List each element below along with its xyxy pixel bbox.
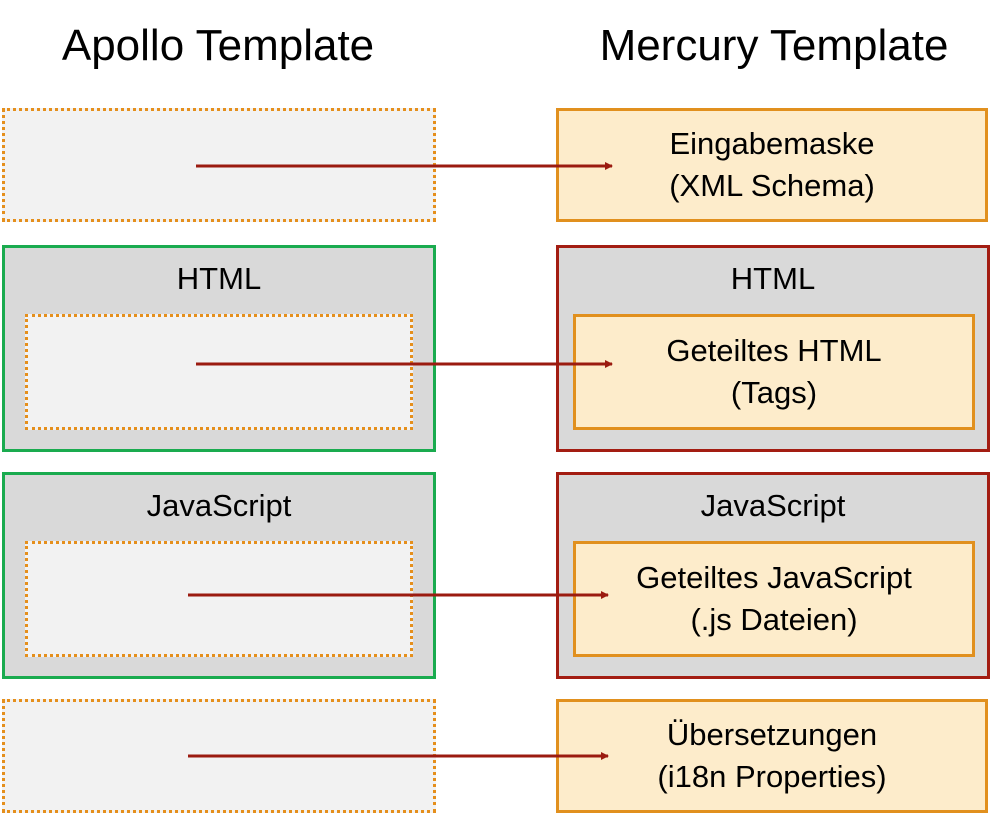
mercury-shared-js-box: Geteiltes JavaScript (.js Dateien) [573, 541, 975, 657]
mercury-i18n-box: Übersetzungen (i18n Properties) [556, 699, 988, 813]
mercury-js-container: JavaScript Geteiltes JavaScript (.js Dat… [556, 472, 990, 679]
schema-box-line1: Eingabemaske [669, 126, 875, 161]
mercury-schema-box: Eingabemaske (XML Schema) [556, 108, 988, 222]
shared-js-line2: (.js Dateien) [690, 602, 858, 637]
mercury-html-container: HTML Geteiltes HTML (Tags) [556, 245, 990, 452]
shared-html-line1: Geteiltes HTML [666, 333, 882, 368]
shared-js-line1: Geteiltes JavaScript [636, 560, 912, 595]
mercury-title: Mercury Template [599, 21, 949, 70]
mercury-js-label: JavaScript [700, 488, 846, 523]
i18n-box-line1: Übersetzungen [666, 717, 878, 752]
i18n-box-line2: (i18n Properties) [657, 759, 887, 794]
apollo-js-label: JavaScript [146, 488, 292, 523]
shared-html-line2: (Tags) [730, 375, 818, 410]
mercury-html-label: HTML [730, 261, 816, 296]
schema-box-line2: (XML Schema) [669, 168, 875, 203]
apollo-html-container: HTML [2, 245, 436, 452]
apollo-html-placeholder [25, 314, 413, 430]
apollo-js-placeholder [25, 541, 413, 657]
apollo-html-label: HTML [176, 261, 262, 296]
mercury-shared-html-box: Geteiltes HTML (Tags) [573, 314, 975, 430]
apollo-js-container: JavaScript [2, 472, 436, 679]
apollo-title: Apollo Template [61, 21, 375, 70]
